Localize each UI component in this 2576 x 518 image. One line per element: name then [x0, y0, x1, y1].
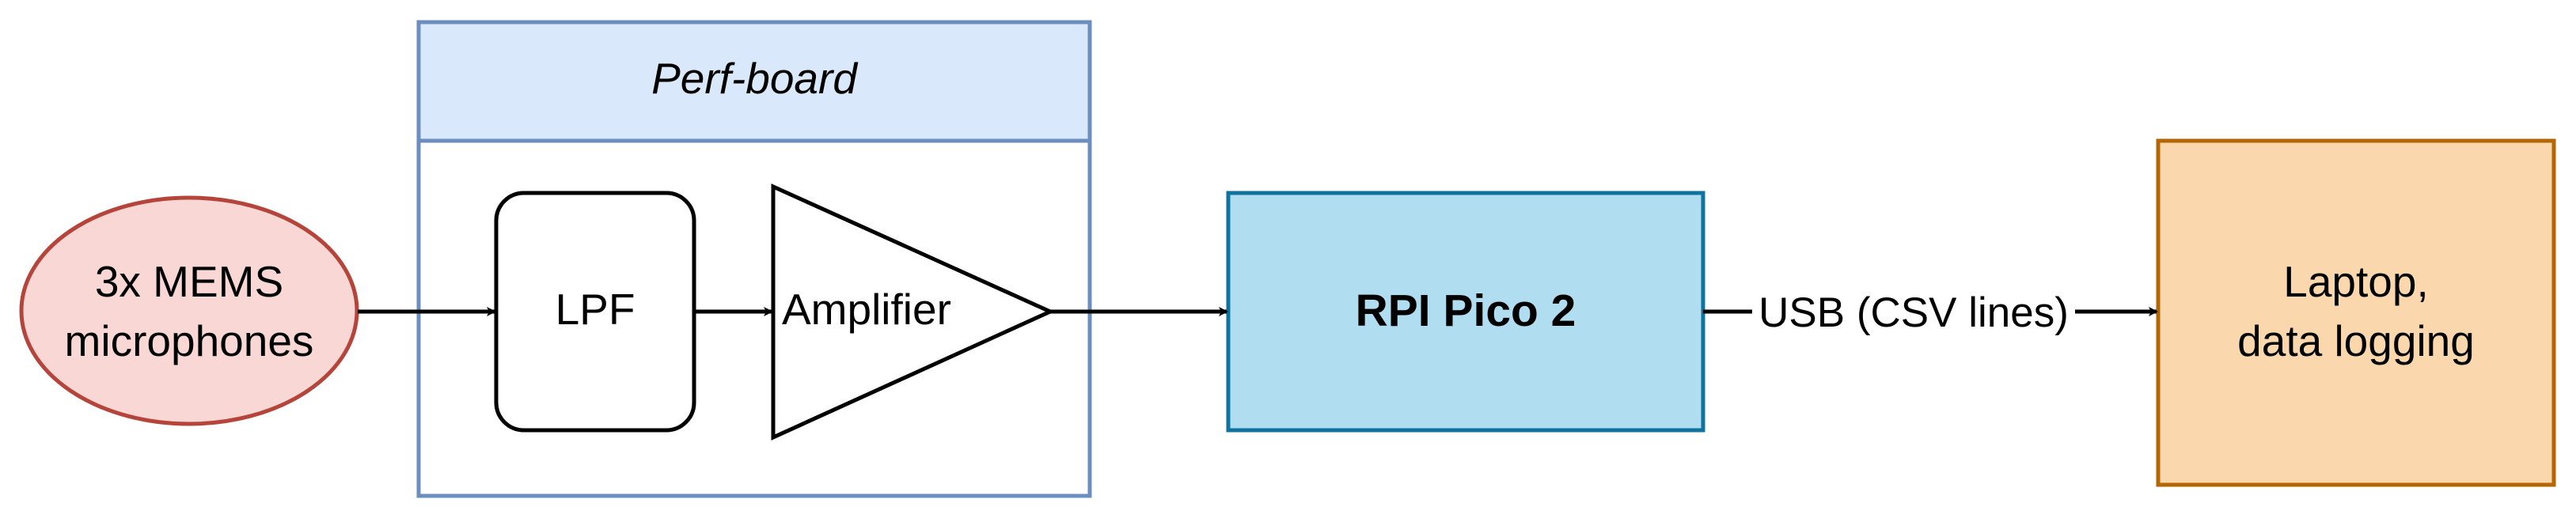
perfboard-title: Perf-board: [651, 54, 859, 103]
perfboard-header: [416, 20, 1092, 143]
pico-label: RPI Pico 2: [1356, 285, 1576, 336]
pico-node: RPI Pico 2: [1226, 191, 1705, 433]
amplifier-triangle: [771, 183, 1056, 440]
usb-edge-label: USB (CSV lines): [1758, 289, 2069, 336]
lpf-node: LPF: [494, 191, 696, 433]
amplifier-node: Amplifier: [771, 183, 1056, 440]
laptop-node: Laptop, data logging: [2156, 138, 2556, 487]
amplifier-label: Amplifier: [782, 285, 951, 334]
laptop-label-line1: Laptop,: [2283, 257, 2429, 306]
microphones-shape: [19, 195, 359, 426]
lpf-label: LPF: [556, 285, 635, 334]
microphones-label-line2: microphones: [65, 316, 314, 365]
laptop-shape: [2156, 138, 2556, 487]
laptop-label-line2: data logging: [2237, 316, 2475, 365]
connectors: USB (CSV lines): [358, 289, 2158, 336]
microphones-node: 3x MEMS microphones: [19, 195, 359, 426]
pico-shape: [1226, 191, 1705, 433]
microphones-label-line1: 3x MEMS: [95, 257, 283, 306]
